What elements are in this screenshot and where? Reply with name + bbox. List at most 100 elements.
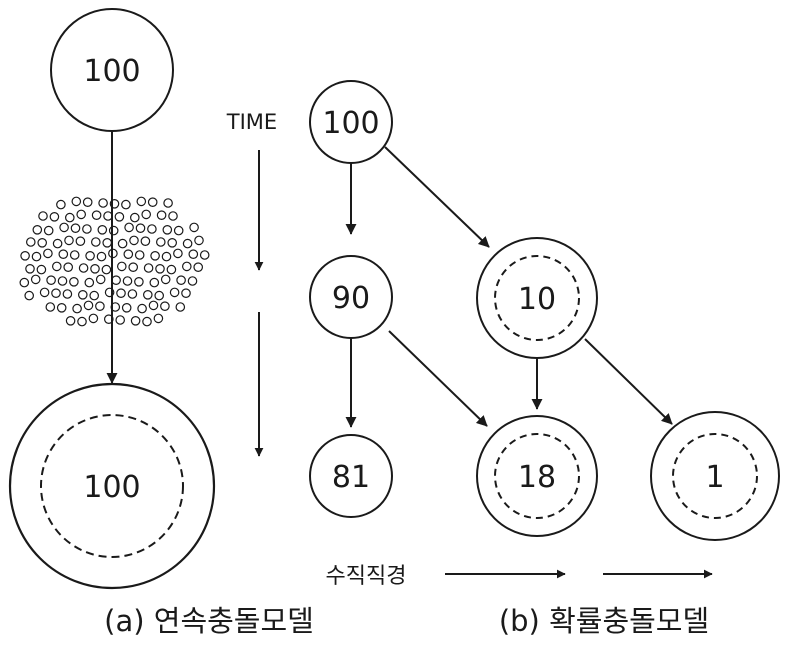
cloud-droplet — [162, 225, 173, 235]
cloud-droplet — [63, 262, 73, 272]
cloud-droplet — [69, 250, 80, 260]
cloud-droplet — [25, 237, 36, 247]
cloud-droplet — [156, 237, 166, 247]
node-81-label: 81 — [332, 460, 370, 495]
cloud-droplet — [24, 290, 34, 301]
cloud-droplet — [187, 276, 198, 286]
cloud-droplet — [161, 251, 172, 262]
cloud-droplet — [36, 264, 47, 275]
cloud-droplet — [173, 248, 183, 259]
time-axis: TIME — [226, 110, 277, 457]
cloud-droplet — [46, 275, 56, 285]
cloud-droplet — [31, 251, 42, 262]
cloud-droplet — [37, 238, 47, 248]
cloud-droplet — [49, 212, 60, 222]
cloud-droplet — [149, 277, 160, 288]
cloud-droplet — [43, 248, 53, 259]
cloud-droplet — [147, 224, 157, 234]
cloud-droplet — [64, 235, 74, 246]
cloud-droplet — [98, 198, 108, 208]
cloud-droplet — [108, 225, 119, 236]
cloud-droplet — [84, 277, 95, 288]
cloud-droplet — [153, 313, 164, 324]
cloud-droplet — [147, 197, 158, 207]
model-b-caption: (b) 확률충돌모델 — [499, 604, 709, 638]
cloud-droplet — [95, 274, 106, 285]
cloud-droplet — [58, 249, 69, 259]
cloud-droplet — [103, 211, 113, 221]
cloud-droplet — [128, 262, 138, 272]
cloud-droplet — [182, 261, 192, 272]
cloud-droplet — [189, 222, 199, 233]
cloud-droplet — [169, 287, 180, 298]
node-10-inner-dashed-circle — [494, 255, 580, 341]
cloud-droplet — [102, 238, 112, 248]
arrow-10-to-1 — [584, 338, 673, 425]
cloud-droplet — [134, 276, 144, 287]
node-18-label: 18 — [518, 460, 556, 495]
node-90-label: 90 — [332, 281, 370, 316]
cloud-droplet — [129, 235, 139, 246]
node-81-circle — [309, 434, 393, 518]
cloud-droplet — [115, 315, 125, 325]
cloud-droplet — [75, 236, 86, 246]
model-a-caption: (a) 연속충돌모델 — [104, 604, 314, 638]
cloud-droplet — [148, 300, 159, 311]
node-100-label: 100 — [322, 106, 379, 141]
cloud-droplet — [52, 238, 63, 249]
cloud-droplet — [173, 225, 184, 236]
model-a-top-label: 100 — [83, 54, 140, 89]
diameter-axis-label: 수직직경 — [326, 564, 407, 589]
cloud-droplet — [59, 222, 69, 233]
cloud-droplet — [25, 263, 35, 274]
cloud-droplet — [51, 288, 61, 298]
cloud-droplet — [109, 199, 120, 209]
cloud-droplet — [127, 289, 138, 299]
model-a-bottom-label: 100 — [83, 470, 140, 505]
cloud-droplet — [137, 303, 147, 314]
node-18-inner-dashed-circle — [494, 433, 580, 519]
node-90-circle — [309, 255, 393, 339]
cloud-droplet — [188, 249, 199, 259]
node-18-outer-circle — [476, 415, 598, 537]
cloud-droplet — [65, 212, 75, 223]
cloud-droplet — [82, 197, 93, 207]
cloud-droplet — [65, 315, 76, 326]
model-a: 100 100 (a) 연속충돌모델 — [8, 8, 314, 638]
cloud-droplet — [163, 198, 173, 208]
cloud-droplet — [91, 237, 101, 247]
cloud-droplet — [78, 263, 89, 273]
cloud-droplet — [123, 249, 134, 259]
node-10-label: 10 — [518, 282, 556, 317]
cloud-droplet — [104, 314, 114, 324]
cloud-droplet — [130, 212, 140, 223]
cloud-droplet — [82, 224, 92, 234]
cloud-droplet — [130, 315, 141, 326]
cloud-droplet — [83, 300, 94, 311]
cloud-droplet — [121, 302, 132, 313]
cloud-droplet — [155, 263, 165, 274]
node-1-label: 1 — [705, 460, 724, 495]
cloud-droplet — [111, 275, 121, 285]
cloud-droplet — [51, 261, 62, 272]
cloud-droplet — [136, 196, 147, 207]
cloud-droplet — [56, 302, 67, 313]
cloud-droplet — [141, 209, 151, 220]
cloud-droplet — [97, 225, 108, 235]
cloud-droplet — [117, 238, 128, 249]
cloud-droplet — [193, 262, 203, 272]
cloud-droplet — [96, 251, 107, 262]
cloud-droplet — [154, 290, 164, 301]
cloud-droplet — [150, 251, 160, 261]
cloud-droplet — [182, 238, 193, 249]
cloud-droplet — [134, 250, 145, 260]
cloud-droplet — [160, 301, 170, 311]
cloud-droplet — [78, 289, 88, 300]
cloud-droplet — [175, 302, 186, 312]
cloud-droplet — [124, 222, 134, 233]
cloud-droplet — [90, 263, 100, 274]
cloud-droplet — [76, 209, 86, 220]
cloud-droplet — [160, 274, 171, 285]
